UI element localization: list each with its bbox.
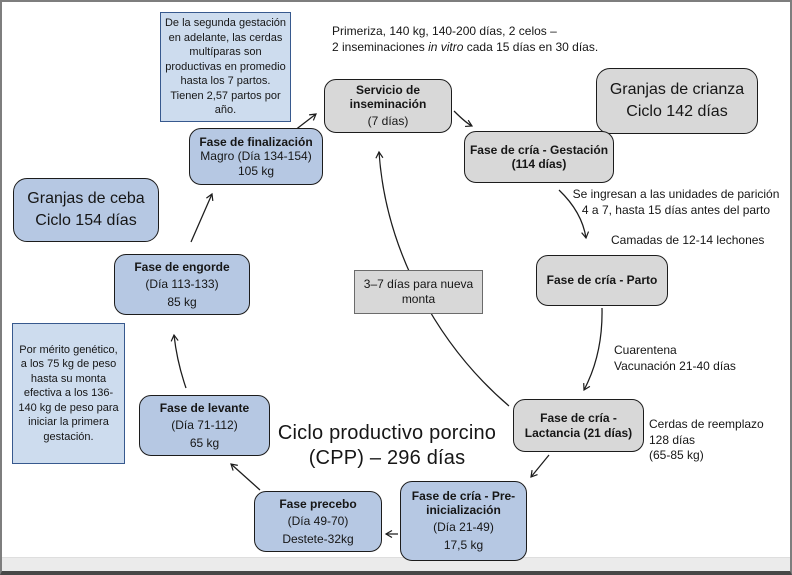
diagram-title: Ciclo productivo porcino (CPP) – 296 día… bbox=[242, 421, 532, 471]
node-precebo: Fase precebo (Día 49-70) Destete-32kg bbox=[254, 491, 382, 552]
arrow-gestacion-to-parto bbox=[558, 189, 590, 240]
diagram-title-line1: Ciclo productivo porcino bbox=[277, 422, 497, 444]
node-ceba-line2: Ciclo 154 días bbox=[35, 212, 137, 229]
node-precebo-detail2: Destete-32kg bbox=[282, 531, 354, 546]
note-cerdas-line2: 128 días bbox=[649, 432, 696, 447]
node-preinit-detail1: (Día 21-49) bbox=[433, 520, 494, 535]
node-lactancia-label: Fase de cría - Lactancia (21 días) bbox=[524, 411, 633, 440]
note-cerdas-line1: Cerdas de reemplazo bbox=[649, 417, 764, 431]
note-primeriza: Primeriza, 140 kg, 140-200 días, 2 celos… bbox=[332, 24, 602, 55]
bottom-strip bbox=[2, 557, 790, 571]
node-gestacion: Fase de cría - Gestación (114 días) bbox=[464, 131, 614, 183]
note-cuarentena-line2: Vacunación 21-40 días bbox=[614, 358, 736, 373]
node-levante-detail1: (Día 71-112) bbox=[171, 417, 238, 432]
arrow-parto-to-lactancia bbox=[583, 307, 603, 392]
note-primeriza-line1: Primeriza, 140 kg, 140-200 días, 2 celos… bbox=[332, 24, 557, 38]
note-cuarentena: Cuarentena Vacunación 21-40 días bbox=[614, 343, 736, 374]
note-cerdas-reemplazo: Cerdas de reemplazo 128 días (65-85 kg) bbox=[649, 417, 764, 464]
node-granjas-ceba: Granjas de ceba Ciclo 154 días bbox=[13, 178, 159, 242]
node-gestacion-label: Fase de cría - Gestación (114 días) bbox=[469, 142, 609, 171]
node-engorde-detail1: (Día 113-133) bbox=[145, 276, 219, 291]
arrow-levante-to-engorde bbox=[170, 333, 187, 389]
node-crianza-line2: Ciclo 142 días bbox=[626, 103, 728, 120]
node-lactancia: Fase de cría - Lactancia (21 días) bbox=[513, 399, 644, 452]
node-finalizacion: Fase de finalización Magro (Día 134-154)… bbox=[189, 128, 323, 185]
node-servicio-detail: (7 días) bbox=[367, 114, 409, 129]
node-engorde-label: Fase de engorde bbox=[134, 259, 230, 274]
node-preinit-label: Fase de cría - Pre-inicialización bbox=[411, 489, 516, 518]
node-crianza-line1: Granjas de crianza bbox=[609, 81, 745, 99]
node-parto: Fase de cría - Parto bbox=[536, 255, 668, 306]
note-cerdas-line3: (65-85 kg) bbox=[649, 448, 704, 463]
node-finalizacion-detail1: Magro (Día 134-154) bbox=[200, 148, 312, 163]
note-merito-text: Por mérito genético, a los 75 kg de peso… bbox=[18, 343, 119, 443]
node-ceba-line1: Granjas de ceba bbox=[27, 190, 145, 208]
node-parto-label: Fase de cría - Parto bbox=[546, 273, 658, 288]
node-granjas-crianza: Granjas de crianza Ciclo 142 días bbox=[596, 68, 758, 134]
node-nueva-monta: 3–7 días para nueva monta bbox=[354, 270, 483, 314]
note-ingresan: Se ingresan a las unidades de parición 4… bbox=[558, 187, 790, 218]
node-engorde-detail2: 85 kg bbox=[167, 294, 197, 309]
node-preinit-detail2: 17,5 kg bbox=[443, 538, 484, 553]
note-cuarentena-line1: Cuarentena bbox=[614, 343, 677, 357]
node-finalizacion-detail2: 105 kg bbox=[237, 163, 275, 178]
node-levante: Fase de levante (Día 71-112) 65 kg bbox=[139, 395, 270, 456]
node-nueva-monta-label: 3–7 días para nueva monta bbox=[363, 277, 474, 306]
node-finalizacion-label: Fase de finalización bbox=[199, 134, 313, 149]
node-engorde: Fase de engorde (Día 113-133) 85 kg bbox=[114, 254, 250, 315]
node-preinicializacion: Fase de cría - Pre-inicialización (Día 2… bbox=[400, 481, 527, 561]
note-merito-genetico: Por mérito genético, a los 75 kg de peso… bbox=[12, 323, 125, 464]
note-camadas: Camadas de 12-14 lechones bbox=[611, 233, 765, 247]
note-ingresan-line1: Se ingresan a las unidades de parición bbox=[572, 187, 780, 201]
note-multiparas-text: De la segunda gestación en adelante, las… bbox=[164, 17, 287, 117]
node-precebo-detail1: (Día 49-70) bbox=[287, 513, 349, 528]
arrow-servicio-to-gestacion bbox=[453, 110, 474, 128]
arrow-lactancia-to-preinit bbox=[530, 454, 550, 478]
note-multiparas: De la segunda gestación en adelante, las… bbox=[160, 12, 291, 122]
arrow-engorde-to-finalizacion bbox=[190, 192, 214, 243]
node-servicio-label: Servicio de inseminación bbox=[349, 82, 427, 112]
node-levante-label: Fase de levante bbox=[159, 400, 250, 415]
node-precebo-label: Fase precebo bbox=[279, 496, 357, 511]
note-ingresan-line2: 4 a 7, hasta 15 días antes del parto bbox=[581, 202, 771, 217]
arrow-precebo-to-levante bbox=[230, 463, 261, 491]
diagram-title-line2: (CPP) – 296 días bbox=[308, 447, 466, 469]
node-levante-detail2: 65 kg bbox=[189, 435, 220, 450]
note-primeriza-line2: 2 inseminaciones in vitro cada 15 días e… bbox=[332, 39, 599, 54]
node-servicio-inseminacion: Servicio de inseminación (7 días) bbox=[324, 79, 452, 133]
